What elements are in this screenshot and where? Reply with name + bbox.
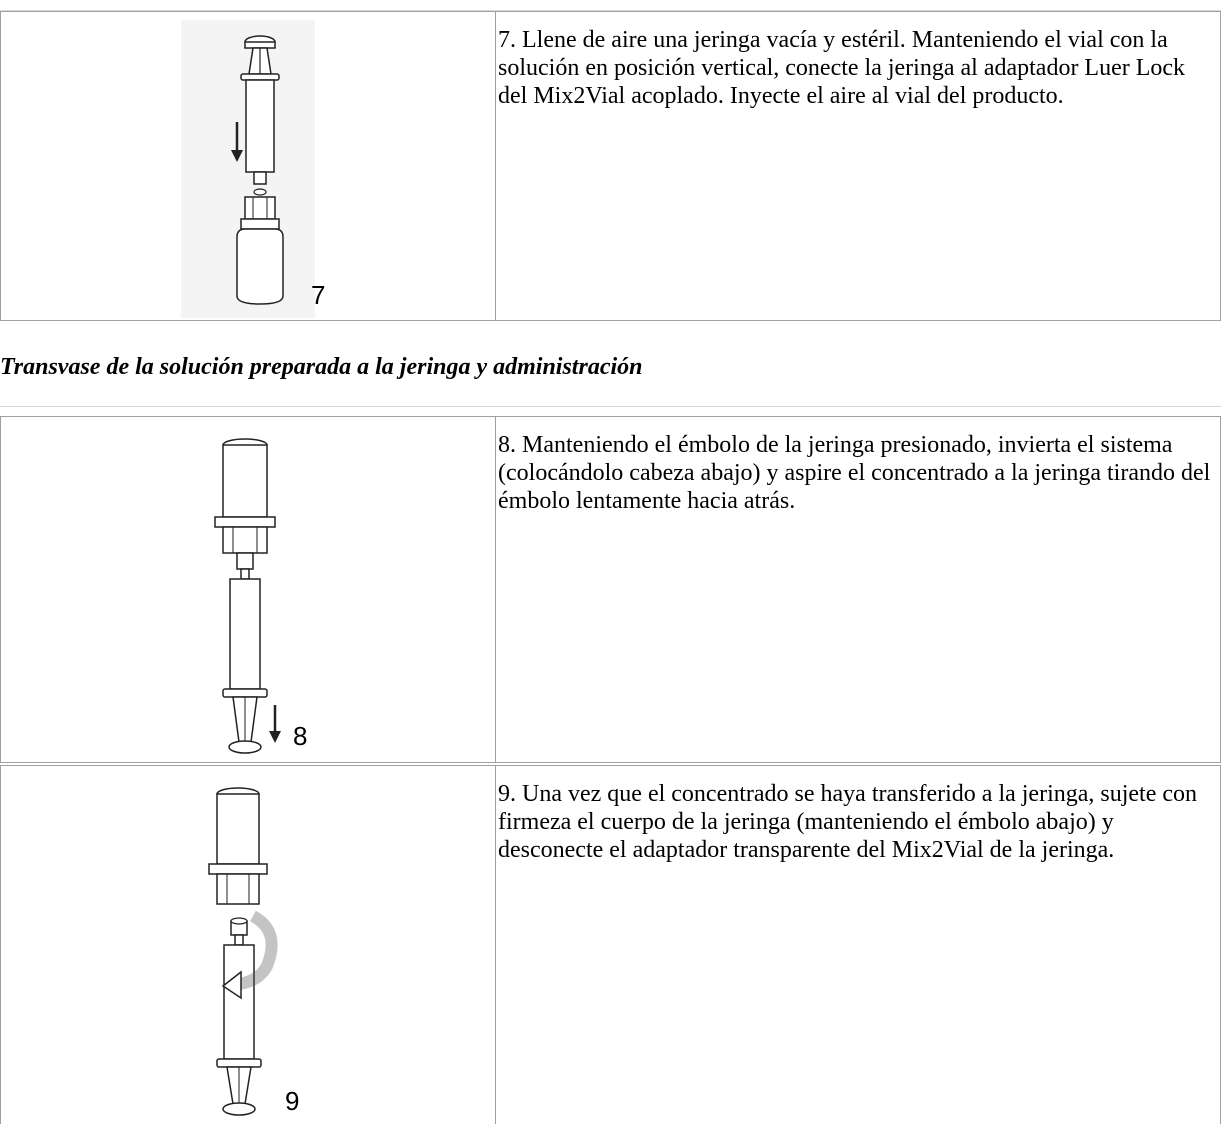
- step-9-illustration-cell: 9: [1, 766, 496, 1124]
- step-8-number: 8: [293, 721, 308, 751]
- disconnect-syringe-illustration: [208, 787, 278, 1116]
- section-rule: [0, 406, 1221, 407]
- section-heading: Transvase de la solución preparada a la …: [0, 354, 643, 380]
- step-7-text: 7. Llene de aire una jeringa vacía y est…: [498, 27, 1186, 109]
- top-rule: [0, 10, 1221, 11]
- step-7-row: 7 7. Llene de aire una jeringa vacía y e…: [0, 11, 1221, 321]
- syringe-vial-illustration: [181, 20, 315, 318]
- step-7-illustration-cell: 7: [1, 12, 496, 320]
- step-9-row: 9 9. Una vez que el concentrado se haya …: [0, 765, 1221, 1124]
- step-9-text: 9. Una vez que el concentrado se haya tr…: [498, 781, 1198, 863]
- step-7-text-cell: 7. Llene de aire una jeringa vacía y est…: [496, 12, 1220, 320]
- step-8-text: 8. Manteniendo el émbolo de la jeringa p…: [498, 432, 1211, 514]
- inverted-syringe-illustration: [214, 438, 281, 754]
- step-9-number: 9: [285, 1086, 300, 1116]
- step-8-illustration-cell: 8: [1, 417, 496, 762]
- step-7-number: 7: [311, 280, 326, 310]
- step-9-text-cell: 9. Una vez que el concentrado se haya tr…: [496, 766, 1220, 1124]
- step-8-text-cell: 8. Manteniendo el émbolo de la jeringa p…: [496, 417, 1220, 762]
- step-8-row: 8 8. Manteniendo el émbolo de la jeringa…: [0, 416, 1221, 763]
